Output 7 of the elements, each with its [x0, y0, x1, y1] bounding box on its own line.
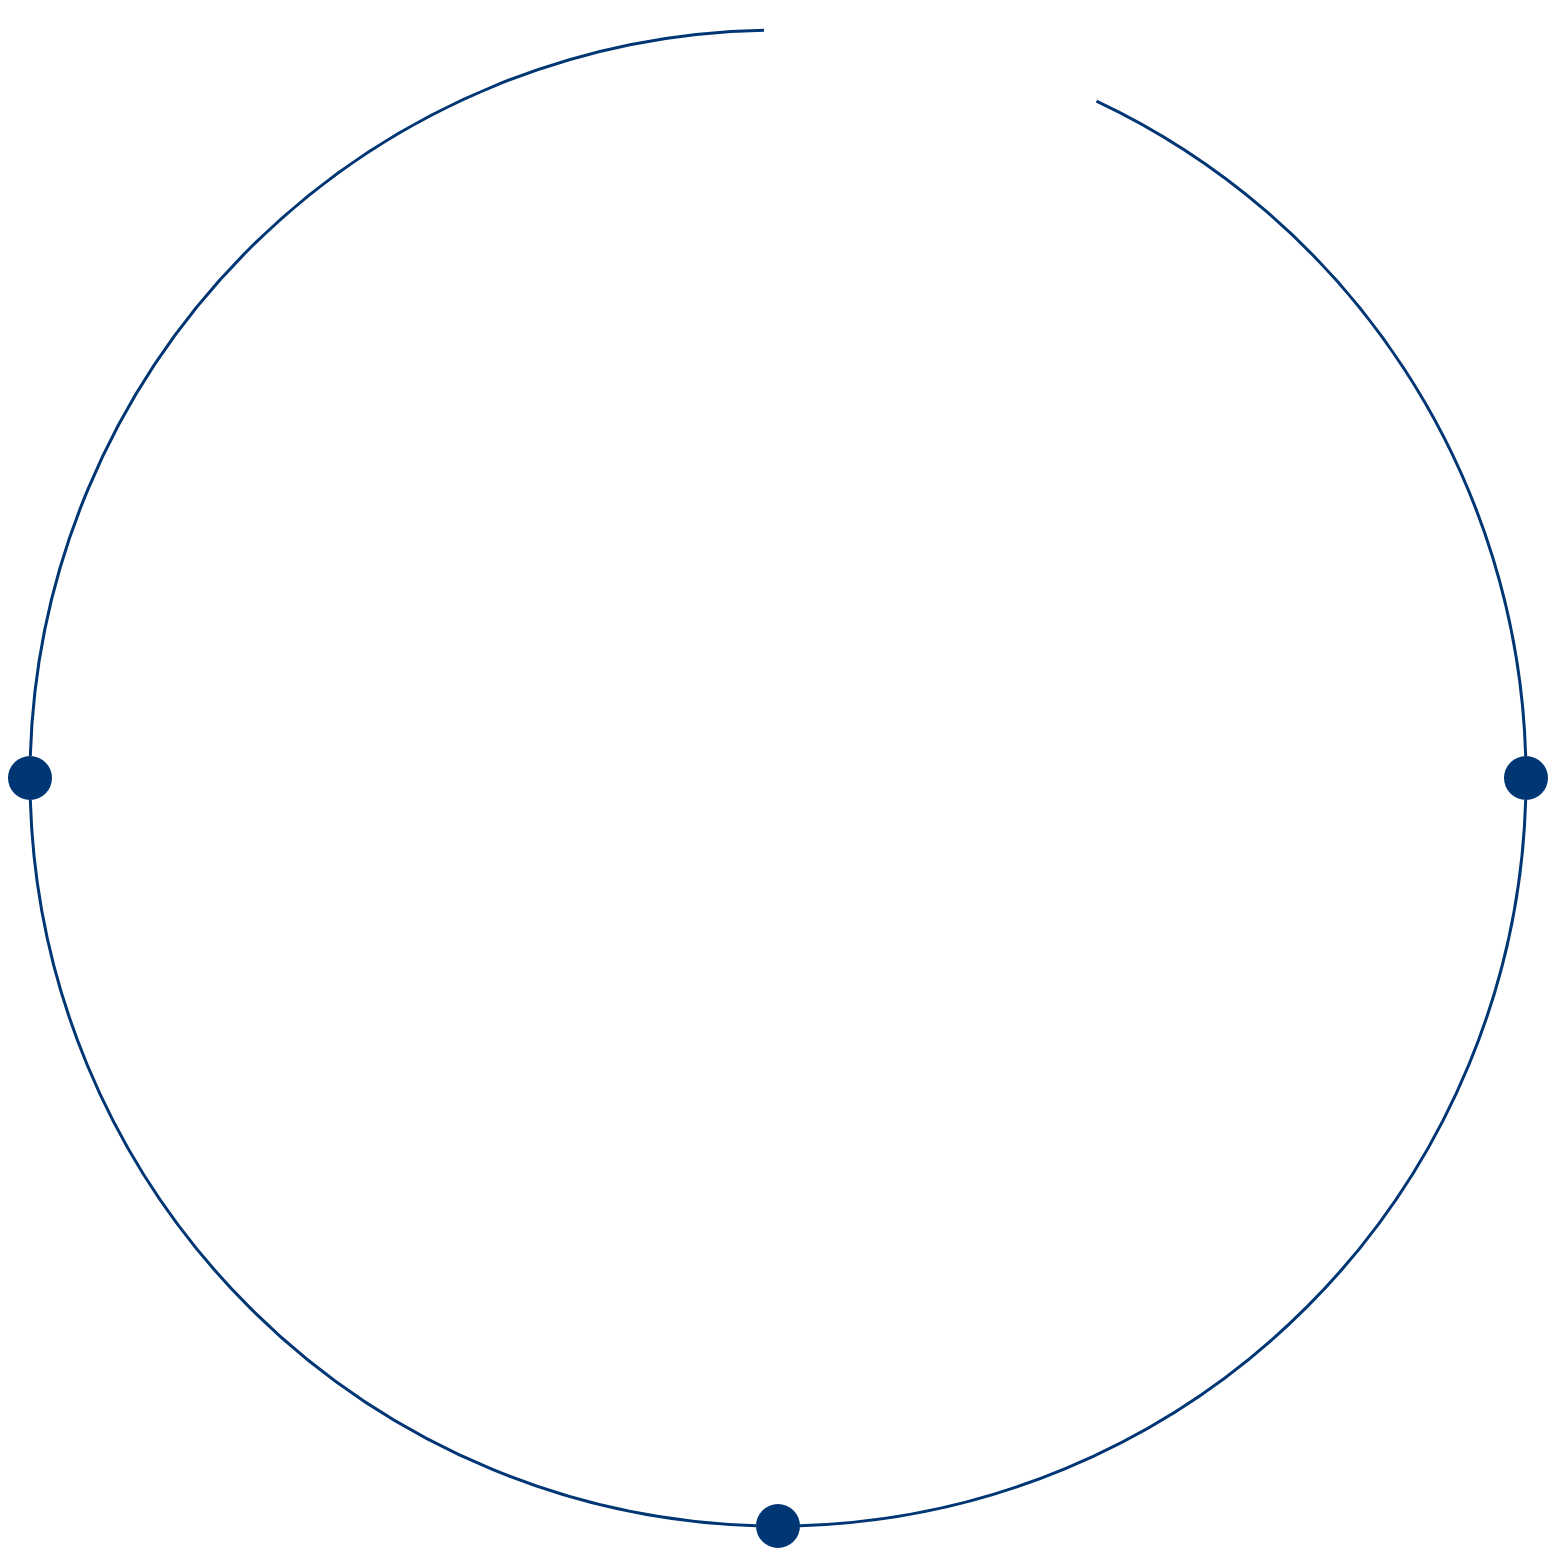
junction-dot — [756, 1504, 800, 1548]
junction-dot — [1504, 756, 1548, 800]
arc-line — [28, 799, 757, 1528]
arc-line — [1095, 99, 1528, 757]
arc-line — [28, 28, 765, 757]
arc-line — [799, 799, 1528, 1528]
junction-dot — [8, 756, 52, 800]
